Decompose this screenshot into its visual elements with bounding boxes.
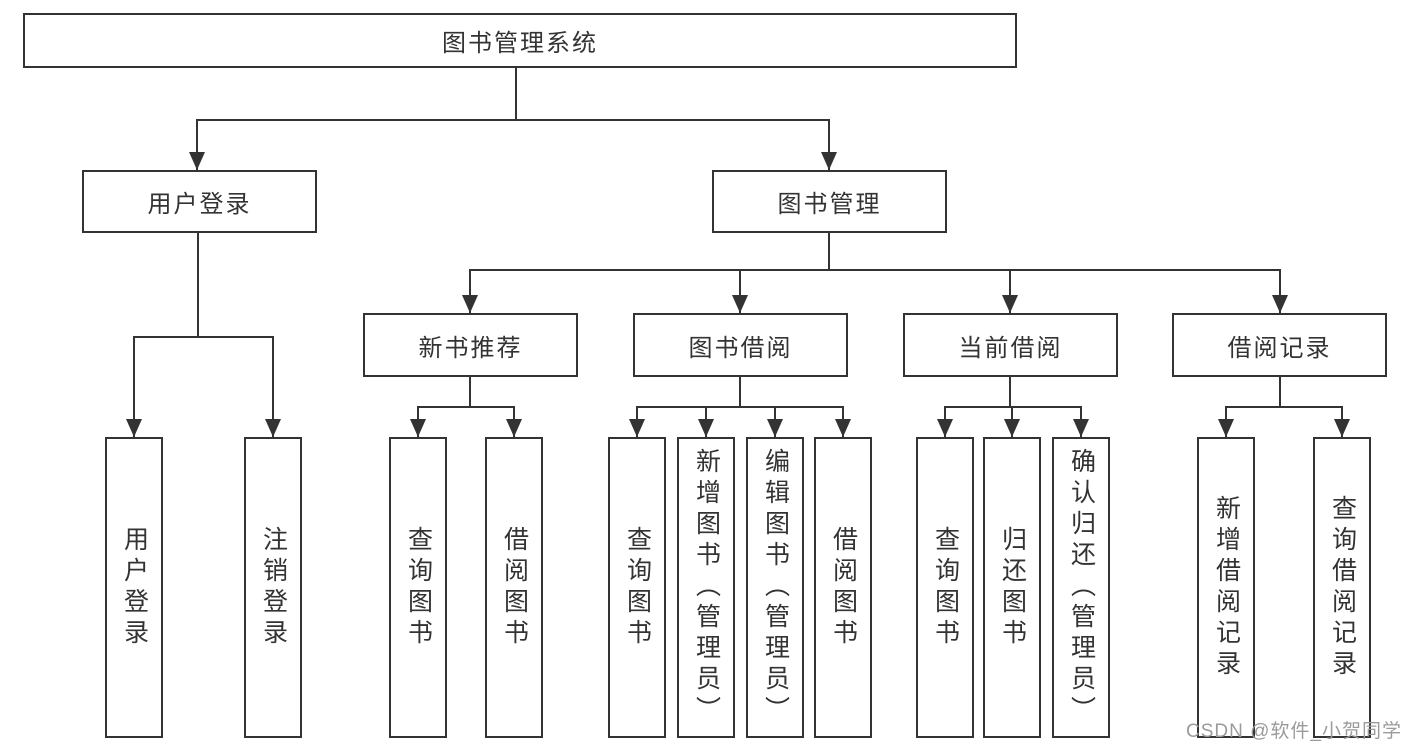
- connector-line: [828, 233, 830, 270]
- arrow-down-icon: [629, 419, 645, 437]
- arrow-down-icon: [767, 419, 783, 437]
- arrow-down-icon: [462, 295, 478, 313]
- connector-line: [636, 406, 844, 408]
- leaf-add-books-admin: 新增图书（管理员）: [677, 437, 735, 738]
- leaf-confirm-return-admin: 确认归还（管理员）: [1052, 437, 1110, 738]
- arrow-down-icon: [937, 419, 953, 437]
- leaf-query-borrow-record: 查询借阅记录: [1313, 437, 1371, 738]
- connector-line: [1009, 269, 1011, 313]
- leaf-query-books-current: 查询图书: [916, 437, 974, 738]
- node-current-borrowing: 当前借阅: [903, 313, 1118, 377]
- leaf-logout-login: 注销登录: [244, 437, 302, 738]
- connector-line: [828, 119, 830, 170]
- arrow-down-icon: [1334, 419, 1350, 437]
- leaf-user-login: 用户登录: [105, 437, 163, 738]
- connector-line: [417, 406, 515, 408]
- arrow-down-icon: [835, 419, 851, 437]
- connector-line: [469, 377, 471, 407]
- connector-line: [469, 269, 1281, 271]
- connector-line: [133, 336, 274, 338]
- connector-line: [1279, 377, 1281, 407]
- connector-line: [1009, 377, 1011, 407]
- node-library-system: 图书管理系统: [23, 13, 1017, 68]
- arrow-down-icon: [698, 419, 714, 437]
- leaf-borrow-books-recommend: 借阅图书: [485, 437, 543, 738]
- leaf-borrow-books: 借阅图书: [814, 437, 872, 738]
- arrow-down-icon: [821, 152, 837, 170]
- leaf-add-borrow-record: 新增借阅记录: [1197, 437, 1255, 738]
- node-book-borrowing: 图书借阅: [633, 313, 848, 377]
- arrow-down-icon: [1004, 419, 1020, 437]
- node-book-management: 图书管理: [712, 170, 947, 233]
- arrow-down-icon: [410, 419, 426, 437]
- arrow-down-icon: [189, 152, 205, 170]
- node-new-book-recommend: 新书推荐: [363, 313, 578, 377]
- connector-line: [515, 68, 517, 120]
- arrow-down-icon: [126, 419, 142, 437]
- leaf-query-books-borrow: 查询图书: [608, 437, 666, 738]
- arrow-down-icon: [506, 419, 522, 437]
- connector-line: [469, 269, 471, 313]
- connector-line: [739, 269, 741, 313]
- watermark: CSDN @软件_小贺同学: [1186, 721, 1402, 742]
- connector-line: [1279, 269, 1281, 313]
- leaf-query-books-recommend: 查询图书: [389, 437, 447, 738]
- connector-line: [196, 119, 198, 170]
- connector-line: [1225, 406, 1343, 408]
- connector-line: [133, 336, 135, 437]
- leaf-edit-books-admin: 编辑图书（管理员）: [746, 437, 804, 738]
- connector-line: [739, 377, 741, 407]
- connector-line: [197, 119, 830, 121]
- node-user-login: 用户登录: [82, 170, 317, 233]
- arrow-down-icon: [732, 295, 748, 313]
- connector-line: [197, 233, 199, 337]
- arrow-down-icon: [1272, 295, 1288, 313]
- arrow-down-icon: [1002, 295, 1018, 313]
- arrow-down-icon: [265, 419, 281, 437]
- arrow-down-icon: [1073, 419, 1089, 437]
- node-borrowing-records: 借阅记录: [1172, 313, 1387, 377]
- connector-line: [272, 336, 274, 437]
- arrow-down-icon: [1218, 419, 1234, 437]
- connector-line: [944, 406, 1082, 408]
- leaf-return-books: 归还图书: [983, 437, 1041, 738]
